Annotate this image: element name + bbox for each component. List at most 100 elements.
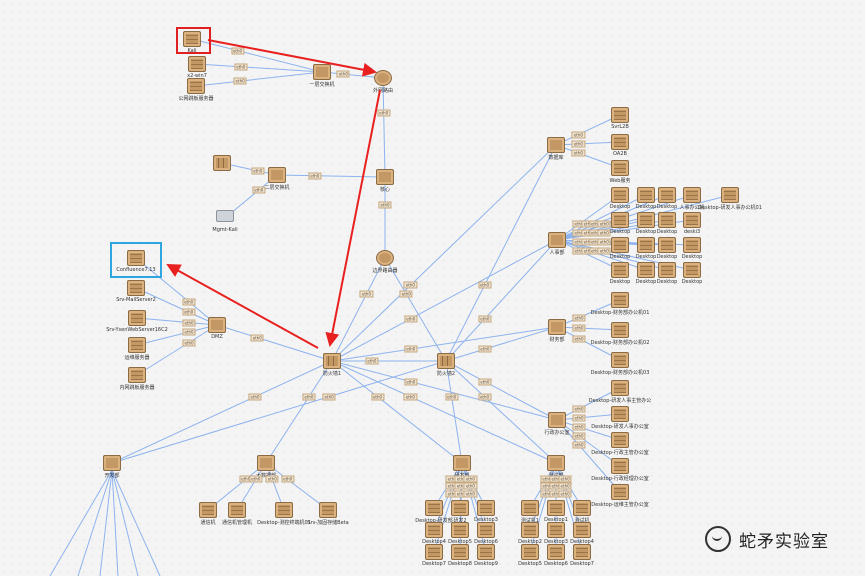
hr-pc-6-node[interactable]: [637, 212, 655, 228]
rnd-pc-8-node[interactable]: [477, 544, 495, 560]
hr-pc-12-node[interactable]: [683, 237, 701, 253]
kali-node[interactable]: [183, 31, 201, 47]
server-icon: [573, 522, 591, 538]
db-node[interactable]: [547, 137, 565, 153]
test-pc-3-node[interactable]: [521, 522, 539, 538]
border-node[interactable]: [376, 250, 394, 266]
x2-node[interactable]: [188, 56, 206, 72]
off-pc-0-node[interactable]: [611, 380, 629, 396]
port-tag: eth0: [572, 405, 586, 413]
hr-pc-4-node[interactable]: [721, 187, 739, 203]
b-pc3-node[interactable]: [275, 502, 293, 518]
sw-left-node[interactable]: [213, 155, 231, 171]
hr-pc-10-node[interactable]: [637, 237, 655, 253]
b-pc3-label: Desktop-测控终端机01: [257, 520, 311, 526]
switch-icon: [547, 137, 565, 153]
server-icon: [425, 522, 443, 538]
sw2-node[interactable]: [268, 167, 286, 183]
port-tag: eth0: [404, 378, 418, 386]
b-pc4-node[interactable]: [319, 502, 337, 518]
snake-logo-icon: [705, 526, 731, 552]
hr-label: 人事部: [549, 250, 565, 256]
test-node[interactable]: [547, 455, 565, 471]
mgmt-kali-label: Mgmt-Kali: [212, 227, 238, 233]
b-pc1-node[interactable]: [199, 502, 217, 518]
office-node[interactable]: [548, 412, 566, 428]
hr-pc-15-node[interactable]: [658, 262, 676, 278]
rnd-pc-1-node[interactable]: [451, 500, 469, 516]
rnd-pc-5-label: Desktop6: [474, 539, 498, 545]
bigdata-node[interactable]: [257, 455, 275, 471]
off-pc-2-node[interactable]: [611, 432, 629, 448]
hr-pc-1-node[interactable]: [637, 187, 655, 203]
hr-pc-16-node[interactable]: [683, 262, 701, 278]
hr-pc-7-node[interactable]: [658, 212, 676, 228]
confluence-node[interactable]: [127, 250, 145, 266]
off-pc-1-node[interactable]: [611, 406, 629, 422]
test-pc-8-node[interactable]: [573, 544, 591, 560]
rnd-pc-2-node[interactable]: [477, 500, 495, 516]
hr-pc-9-node[interactable]: [611, 237, 629, 253]
test-pc-1-node[interactable]: [547, 500, 565, 516]
b-pc2-node[interactable]: [228, 502, 246, 518]
hr-pc-0-node[interactable]: [611, 187, 629, 203]
mailserver-node[interactable]: [127, 280, 145, 296]
ops-server-node[interactable]: [128, 337, 146, 353]
finance-node[interactable]: [548, 319, 566, 335]
port-tag: eth0: [308, 172, 322, 180]
fin-pc-2-node[interactable]: [611, 352, 629, 368]
link-dmz1-ext_router: [321, 71, 384, 79]
server-icon: [683, 212, 701, 228]
off-pc-4-node[interactable]: [611, 484, 629, 500]
server-icon: [573, 544, 591, 560]
test-pc-4-node[interactable]: [547, 522, 565, 538]
link-sw2-sw_left: [221, 162, 278, 176]
link-fw1-finance: [331, 326, 558, 362]
test-pc-3-label: Desktop2: [518, 539, 542, 545]
dmz2-node[interactable]: [208, 317, 226, 333]
web-server-node[interactable]: [128, 310, 146, 326]
router-icon: [376, 250, 394, 266]
test-pc-0-node[interactable]: [521, 500, 539, 516]
test-pc-5-node[interactable]: [573, 522, 591, 538]
core-node[interactable]: [376, 169, 394, 185]
hr-pc-5-node[interactable]: [611, 212, 629, 228]
rnd-pc-6-label: Desktop7: [422, 561, 446, 567]
rnd-pc-0-node[interactable]: [425, 500, 443, 516]
internal-server-node[interactable]: [128, 367, 146, 383]
hr-pc-13-node[interactable]: [611, 262, 629, 278]
rnd-pc-5-node[interactable]: [477, 522, 495, 538]
mgmt-kali-node[interactable]: [216, 210, 234, 226]
link-finance-fin_pc_0: [556, 299, 621, 328]
test-pc-7-node[interactable]: [547, 544, 565, 560]
hr-pc-8-node[interactable]: [683, 212, 701, 228]
confluence-label: Confluence7.13: [116, 267, 156, 273]
test-pc-6-node[interactable]: [521, 544, 539, 560]
rnd-pc-6-node[interactable]: [425, 544, 443, 560]
fw1-node[interactable]: [323, 353, 341, 369]
hr-pc-14-node[interactable]: [637, 262, 655, 278]
hr-pc-3-node[interactable]: [683, 187, 701, 203]
fin-pc-1-node[interactable]: [611, 322, 629, 338]
fw2-node[interactable]: [437, 353, 455, 369]
rnd-node[interactable]: [453, 455, 471, 471]
test-pc-0-label: 测试机1: [520, 518, 540, 524]
dmz1-node[interactable]: [313, 64, 331, 80]
off-pc-3-node[interactable]: [611, 458, 629, 474]
sql1-node[interactable]: [611, 107, 629, 123]
rnd-pc-7-node[interactable]: [451, 544, 469, 560]
hr-pc-11-node[interactable]: [658, 237, 676, 253]
test-pc-2-node[interactable]: [573, 500, 591, 516]
admin-server-node[interactable]: [187, 78, 205, 94]
sql3-node[interactable]: [611, 160, 629, 176]
watermark-text: 蛇矛实验室: [739, 531, 829, 552]
ext-router-node[interactable]: [374, 70, 392, 86]
rnd-pc-4-node[interactable]: [451, 522, 469, 538]
hr-node[interactable]: [548, 232, 566, 248]
fin-pc-0-node[interactable]: [611, 292, 629, 308]
sales-node[interactable]: [103, 455, 121, 471]
rnd-pc-3-node[interactable]: [425, 522, 443, 538]
hr-pc-2-node[interactable]: [658, 187, 676, 203]
confluence-highlight-box: [110, 242, 162, 278]
sql2-node[interactable]: [611, 134, 629, 150]
